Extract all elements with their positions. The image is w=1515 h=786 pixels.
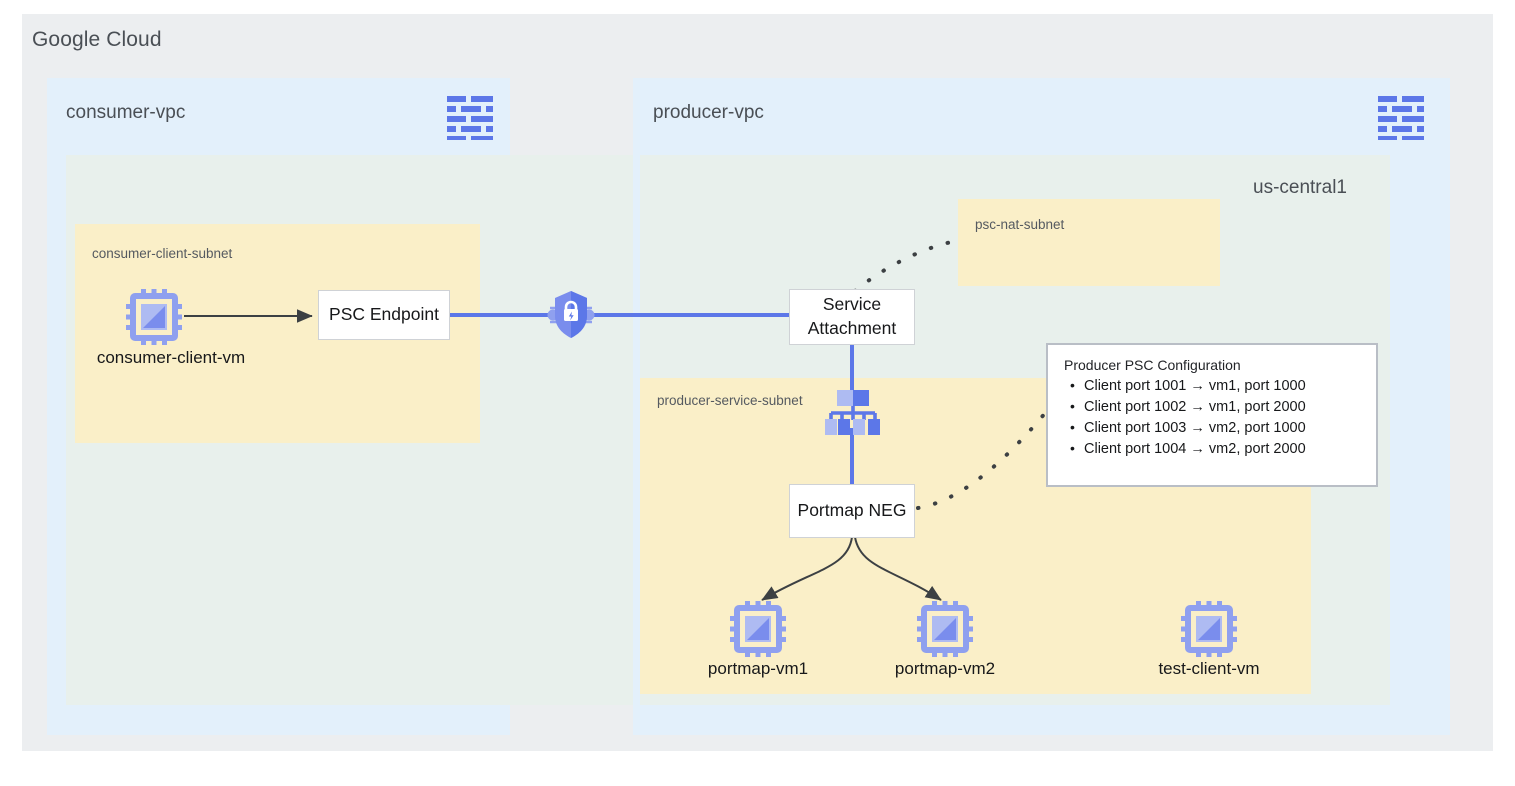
vm-label-consumer-client-vm: consumer-client-vm [96,348,246,367]
node-portmap-neg-label: Portmap NEG [797,500,907,521]
vm-chip-icon [917,601,973,657]
node-service-attachment[interactable]: Service Attachment [789,289,915,345]
page-title: Google Cloud [32,28,162,51]
vm-label-portmap-vm1: portmap-vm1 [707,659,809,678]
subnet-psc-nat [958,199,1220,286]
vpc-network-icon [447,96,493,140]
vm-chip-icon [730,601,786,657]
callout-list: Client port 1001 → vm1, port 1000 Client… [1062,375,1360,460]
subnet-consumer-client-label: consumer-client-subnet [92,246,233,261]
subnet-producer-service-label: producer-service-subnet [657,393,803,408]
vm-chip-icon [1181,601,1237,657]
vm-label-test-client-vm: test-client-vm [1158,659,1260,678]
shield-lock-icon [547,288,595,342]
callout-item: Client port 1003 → vm2, port 1000 [1070,417,1360,439]
subnet-psc-nat-label: psc-nat-subnet [975,217,1065,232]
callout-item: Client port 1004 → vm2, port 2000 [1070,438,1360,460]
node-service-attachment-line1: Service [822,294,882,315]
vpc-consumer-label: consumer-vpc [66,102,186,123]
callout-item: Client port 1001 → vm1, port 1000 [1070,375,1360,397]
vpc-network-icon [1378,96,1424,140]
vm-label-portmap-vm2: portmap-vm2 [894,659,996,678]
region-label: us-central1 [1253,177,1347,198]
region-us-central1-gap-part [510,155,633,705]
vm-chip-icon [126,289,182,345]
node-service-attachment-line2: Attachment [807,318,897,338]
load-balancer-icon [824,390,881,435]
node-psc-endpoint[interactable]: PSC Endpoint [318,290,450,340]
producer-psc-configuration-callout: Producer PSC Configuration Client port 1… [1046,343,1378,487]
node-portmap-neg[interactable]: Portmap NEG [789,484,915,538]
vpc-producer-label: producer-vpc [653,102,764,123]
node-psc-endpoint-label: PSC Endpoint [329,304,439,325]
callout-title: Producer PSC Configuration [1064,357,1241,373]
callout-item: Client port 1002 → vm1, port 2000 [1070,396,1360,418]
